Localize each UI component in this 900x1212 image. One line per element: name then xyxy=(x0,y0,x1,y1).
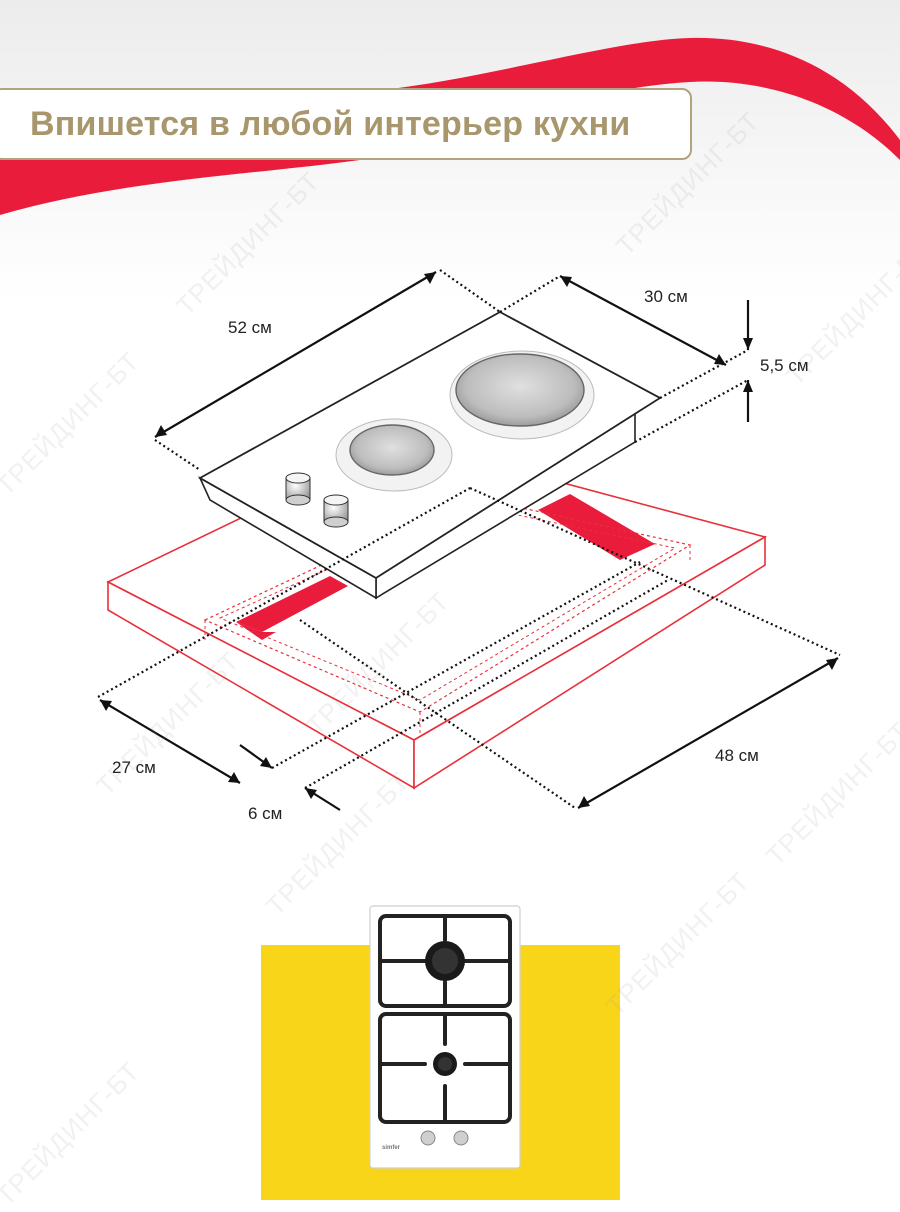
hob-drawing xyxy=(198,310,662,600)
dim-length-label: 52 см xyxy=(228,318,272,337)
dim-cutout-depth-label: 27 см xyxy=(112,758,156,777)
dim-height-label: 5,5 см xyxy=(760,356,809,375)
headline-banner: Впишется в любой интерьер кухни xyxy=(0,88,692,160)
product-photo xyxy=(369,905,521,1169)
product-brand-logo: simfer xyxy=(382,1145,401,1151)
dimension-lines xyxy=(97,269,841,811)
dim-width-label: 30 см xyxy=(644,287,688,306)
dim-cutout-margin-label: 6 см xyxy=(248,804,283,823)
knob-1 xyxy=(285,472,311,506)
knob-2 xyxy=(323,494,349,528)
headline-text: Впишется в любой интерьер кухни xyxy=(30,104,631,143)
dim-cutout-length-label: 48 см xyxy=(715,746,759,765)
